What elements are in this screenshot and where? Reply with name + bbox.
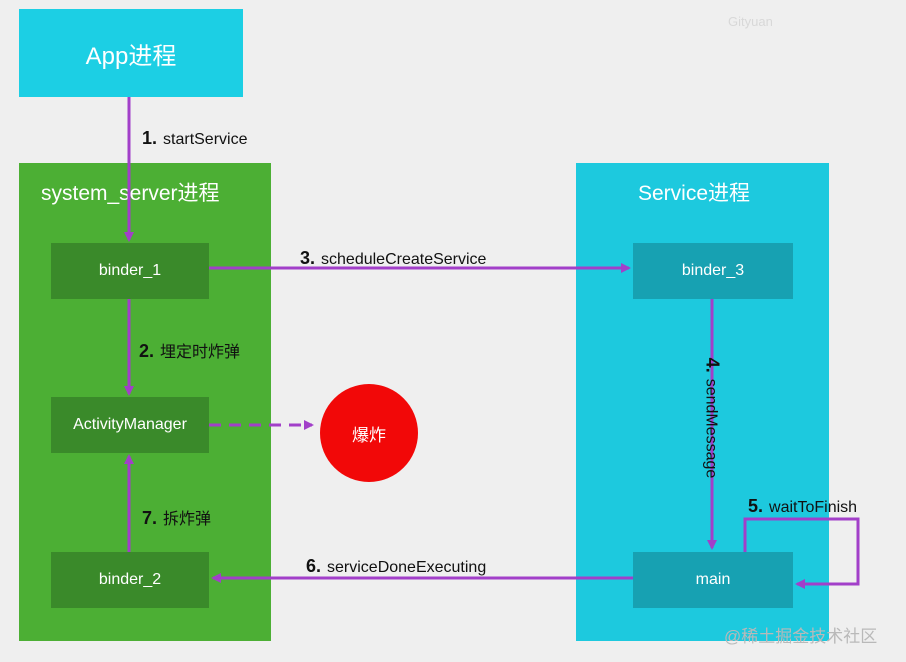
arrow-wait-to-finish [743,517,860,589]
step-7-text: 拆炸弹 [163,511,212,528]
explosion-circle: 爆炸 [320,384,418,482]
binder-1-node: binder_1 [51,243,209,299]
watermark-bottom: @稀土掘金技术社区 [724,627,878,646]
step-2-number: 2. [139,341,155,361]
app-process-label: App进程 [85,42,177,70]
activity-manager-label: ActivityManager [73,416,187,433]
binder-3-node: binder_3 [633,243,793,299]
step-1-label: 1. startService [142,128,247,149]
binder-3-label: binder_3 [681,262,745,279]
binder-1-label: binder_1 [98,262,162,279]
app-process-box: App进程 [19,9,243,97]
binder-2-node: binder_2 [51,552,209,608]
step-3-text: scheduleCreateService [321,251,487,268]
step-6-label: 6. serviceDoneExecuting [306,556,486,577]
step-3-label: 3. scheduleCreateService [300,248,486,269]
service-title: Service进程 [638,182,751,205]
step-2-text: 埋定时炸弹 [160,344,241,361]
step-5-text: waitToFinish [769,499,858,516]
step-5-number: 5. [748,496,764,516]
step-4-number: 4. [702,357,723,373]
step-6-number: 6. [306,556,322,576]
step-1-number: 1. [142,128,158,148]
activity-manager-node: ActivityManager [51,397,209,453]
watermark-top: Gityuan [728,14,773,29]
step-1-text: startService [163,131,248,148]
step-5-label: 5. waitToFinish [748,496,857,517]
main-label: main [695,571,731,588]
main-node: main [633,552,793,608]
step-3-number: 3. [300,248,316,268]
step-7-label: 7. 拆炸弹 [142,505,211,529]
step-4-text: sendMessage [702,378,720,479]
step-2-label: 2. 埋定时炸弹 [139,338,240,362]
step-7-number: 7. [142,508,158,528]
binder-2-label: binder_2 [98,571,162,588]
explosion-label: 爆炸 [352,425,386,445]
step-6-text: serviceDoneExecuting [327,559,487,576]
